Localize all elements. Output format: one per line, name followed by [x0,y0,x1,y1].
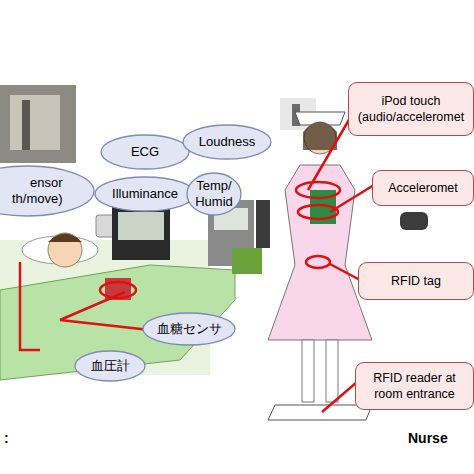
ellipse-shape [95,177,195,211]
leader-line [308,118,350,190]
meter-photo [256,200,270,248]
nurse-leg [302,340,314,402]
meter-photo [118,212,164,240]
callout-ellipse: 血圧計 [74,350,146,382]
callout-ellipse: 血糖センサ [142,312,236,346]
ellipse-shape [183,125,271,159]
callout-box: RFID reader at room entrance [355,362,474,410]
sensor-mark [306,256,330,268]
ellipse-shape [75,351,145,381]
box-item [232,248,262,274]
device-photo [22,100,30,150]
leader-line [60,320,150,330]
nurse-hair [303,122,337,150]
leader-line [322,382,357,412]
leader-line [330,264,360,280]
sensor-mark [296,182,340,198]
ellipse-shape [187,173,241,215]
figure-label: Nurse [408,430,448,446]
callout-box: iPod touch (audio/acceleromet [348,82,474,136]
meter-photo [112,205,170,260]
leader-line [20,262,40,350]
device-photo [10,95,60,150]
patient-hair [48,234,82,243]
callout-text: Temp/ Humid [192,178,236,210]
callout-ellipse: Loudness [182,124,272,160]
callout-box: Acceleromet [372,170,474,206]
callout-ellipse: Illuminance [94,176,196,212]
callout-text: Loudness [199,134,255,150]
callout-text: ensor th/move) [0,175,63,207]
figure-label: : [4,430,9,446]
ellipse-shape [143,313,235,345]
callout-text: Acceleromet [388,180,457,196]
callout-box: RFID tag [358,262,474,300]
blanket [0,265,235,380]
callout-text: 血糖センサ [157,321,222,337]
leader-line [60,292,125,320]
callout-ellipse: ensor th/move) [0,165,95,217]
floor-mat [268,405,372,420]
leader-line [330,185,374,212]
accelerometer-photo [400,212,428,230]
callout-text: Illuminance [112,186,178,202]
patient-head [48,233,82,267]
ellipse-shape [101,135,189,169]
device-photo [0,85,76,163]
callout-text: RFID tag [391,273,441,289]
callout-ellipse: Temp/ Humid [186,172,242,216]
nurse-dress [268,165,372,340]
nurse-leg [326,340,338,402]
callout-text: iPod touch (audio/acceleromet [351,93,471,125]
callout-text: RFID reader at room entrance [360,370,470,402]
callout-ellipse: ECG [100,134,190,170]
ellipse-shape [0,166,94,216]
callout-text: ECG [131,144,159,160]
callout-text: 血圧計 [91,358,130,374]
